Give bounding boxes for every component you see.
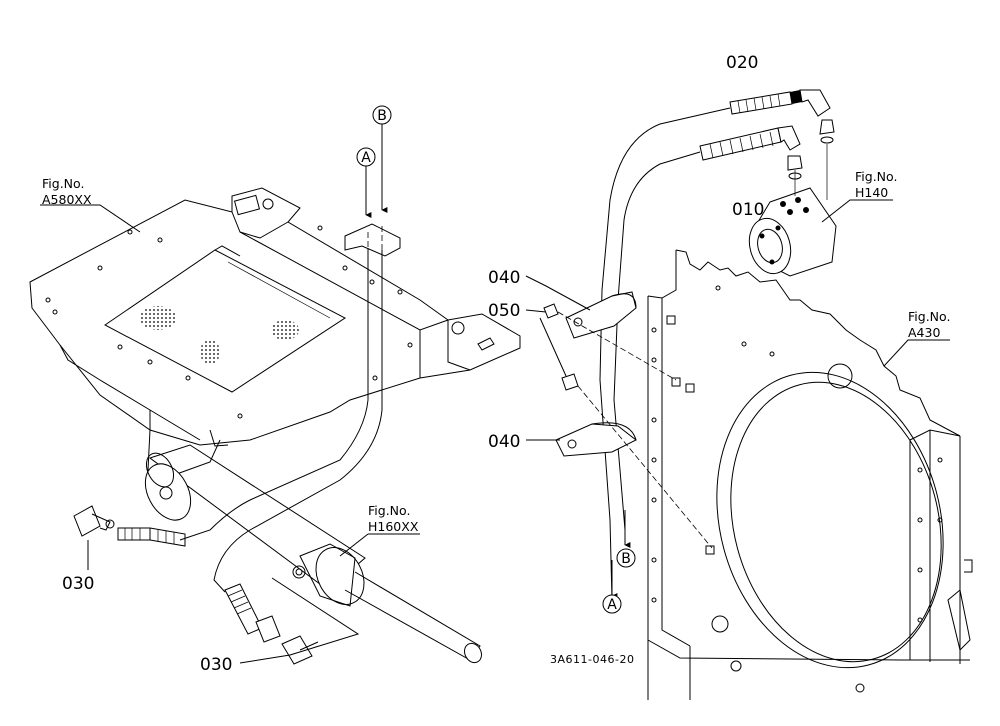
- leader-h160: [339, 533, 420, 557]
- svg-text:B: B: [621, 551, 631, 567]
- fitting-030-lower: [224, 583, 319, 665]
- svg-text:A: A: [607, 597, 617, 613]
- hose-route-010: [613, 151, 701, 531]
- hose-020: [729, 89, 835, 144]
- hose-line-left-1: [179, 248, 369, 541]
- leader-a430: [883, 339, 950, 367]
- hose-line-left-2: [213, 250, 383, 593]
- drawing-code: 3A611-046-20: [550, 653, 634, 666]
- bolt-050-upper: [543, 303, 677, 381]
- svg-text:Fig.No.: Fig.No.: [42, 176, 84, 191]
- part-label-030-upper: 030: [62, 574, 94, 594]
- marker-b-top: B: [372, 105, 392, 213]
- ref-h140: Fig.No. H140: [855, 169, 897, 200]
- leader-050: [525, 309, 567, 377]
- part-label-040-upper: 040: [488, 268, 520, 288]
- svg-text:A430: A430: [908, 325, 940, 340]
- svg-text:H140: H140: [855, 185, 888, 200]
- part-label-020: 020: [726, 53, 758, 73]
- part-label-050: 050: [488, 301, 520, 321]
- marker-a-bottom: A: [602, 594, 622, 614]
- leader-030-lower: [239, 577, 360, 664]
- marker-a-top: A: [356, 147, 376, 218]
- floor-panel: [29, 187, 521, 481]
- svg-text:Fig.No.: Fig.No.: [368, 503, 410, 518]
- leader-a580: [40, 204, 141, 233]
- marker-b-bottom: B: [616, 548, 636, 568]
- part-label-040-lower: 040: [488, 432, 520, 452]
- leader-040-upper: [525, 275, 591, 311]
- svg-text:Fig.No.: Fig.No.: [855, 169, 897, 184]
- svg-text:A580XX: A580XX: [42, 192, 92, 207]
- fitting-030-upper: [73, 505, 186, 547]
- part-label-010: 010: [732, 200, 764, 220]
- svg-text:B: B: [377, 108, 387, 124]
- hose-route-020: [599, 107, 731, 601]
- radiator-frame: [647, 249, 973, 700]
- panel-bracket: [344, 223, 401, 257]
- steering-unit-h140: [748, 144, 837, 277]
- leader-h140: [821, 199, 893, 223]
- svg-text:A: A: [361, 150, 371, 166]
- ref-h160: Fig.No. H160XX: [368, 503, 419, 534]
- cylinder-assembly: [144, 444, 482, 664]
- svg-text:Fig.No.: Fig.No.: [908, 309, 950, 324]
- hose-010: [699, 125, 803, 180]
- svg-text:H160XX: H160XX: [368, 519, 419, 534]
- bolt-050-lower: [561, 373, 713, 549]
- part-label-030-lower: 030: [200, 655, 232, 675]
- ref-a580: Fig.No. A580XX: [42, 176, 92, 207]
- clamp-040-lower: [555, 422, 637, 457]
- ref-a430: Fig.No. A430: [908, 309, 950, 340]
